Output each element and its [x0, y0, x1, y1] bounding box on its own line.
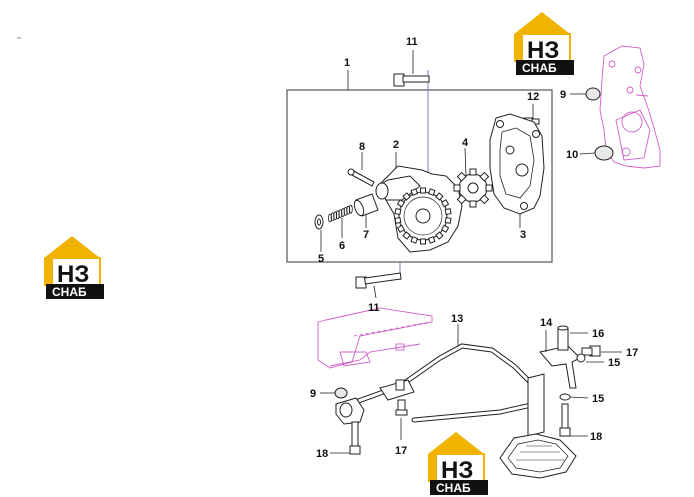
- pump-rotor: [453, 168, 493, 208]
- plug-10: [594, 145, 614, 161]
- split-pin: [347, 168, 375, 187]
- pipe-clamp: [379, 379, 415, 401]
- callout-4: 4: [462, 137, 469, 149]
- watermark-caption-bottom: СНАБ: [436, 481, 471, 495]
- oil-strainer: [499, 373, 577, 479]
- callout-9-lower: 9: [310, 388, 316, 400]
- support-bracket: [539, 325, 581, 389]
- watermark-letters-left: НЗ: [57, 261, 89, 288]
- callout-15-lower: 15: [592, 393, 604, 405]
- oil-pipe: [347, 343, 539, 423]
- watermark-caption-left: СНАБ: [52, 285, 87, 299]
- callout-2: 2: [393, 139, 399, 151]
- callout-11-lower: 11: [368, 302, 380, 314]
- watermark-letters-top: НЗ: [527, 37, 559, 64]
- gasket-9-lower: [334, 387, 348, 399]
- washer: [314, 214, 324, 230]
- watermark-caption-top: СНАБ: [522, 61, 557, 75]
- callout-15-upper: 15: [608, 357, 620, 369]
- bolt-18-left: [349, 421, 361, 455]
- pipe-flange: [335, 397, 365, 425]
- watermark-logo-bottom: НЗ СНАБ: [428, 432, 488, 495]
- callout-9-top: 9: [560, 89, 566, 101]
- relief-plunger: [353, 193, 379, 217]
- callout-1: 1: [344, 57, 350, 69]
- callout-12: 12: [527, 91, 539, 103]
- callout-16: 16: [592, 328, 604, 340]
- callout-18-left: 18: [316, 448, 328, 460]
- pump-cover: [489, 113, 545, 215]
- callout-13: 13: [451, 313, 463, 325]
- bolt-lower: [355, 272, 402, 289]
- callout-8: 8: [359, 141, 365, 153]
- washer-15-upper: [576, 353, 586, 363]
- callout-5: 5: [318, 253, 324, 265]
- leader-lines: [320, 50, 622, 454]
- bolt-17-right: [581, 345, 601, 357]
- callout-11-top: 11: [406, 36, 418, 48]
- callout-6: 6: [339, 240, 345, 252]
- drive-gear: [394, 187, 452, 245]
- callout-14: 14: [540, 317, 553, 329]
- callout-18-right: 18: [590, 431, 602, 443]
- watermark-logo-top: НЗ СНАБ: [514, 12, 574, 75]
- callout-17-right: 17: [626, 347, 638, 359]
- callout-3: 3: [520, 229, 526, 241]
- bolt-17-left: [395, 399, 408, 416]
- bolt-18-right: [559, 403, 571, 437]
- callout-10: 10: [566, 149, 578, 161]
- callout-7: 7: [363, 229, 369, 241]
- crankcase-ghost: [317, 307, 433, 369]
- plug-9-top: [585, 87, 601, 101]
- bolt-top: [393, 73, 430, 87]
- watermark-logo-left: НЗ СНАБ: [44, 236, 104, 299]
- washer-15-lower: [559, 393, 571, 401]
- assembly-box: [286, 89, 553, 263]
- callout-labels: 1 2 3 4 5 6 7 8 9 10 11 11 12 13 14 15 1…: [310, 36, 638, 460]
- relief-spring: [328, 204, 353, 223]
- watermark-letters-bottom: НЗ: [441, 457, 473, 484]
- engine-block-ghost: [599, 45, 661, 169]
- callout-17-left: 17: [395, 445, 407, 457]
